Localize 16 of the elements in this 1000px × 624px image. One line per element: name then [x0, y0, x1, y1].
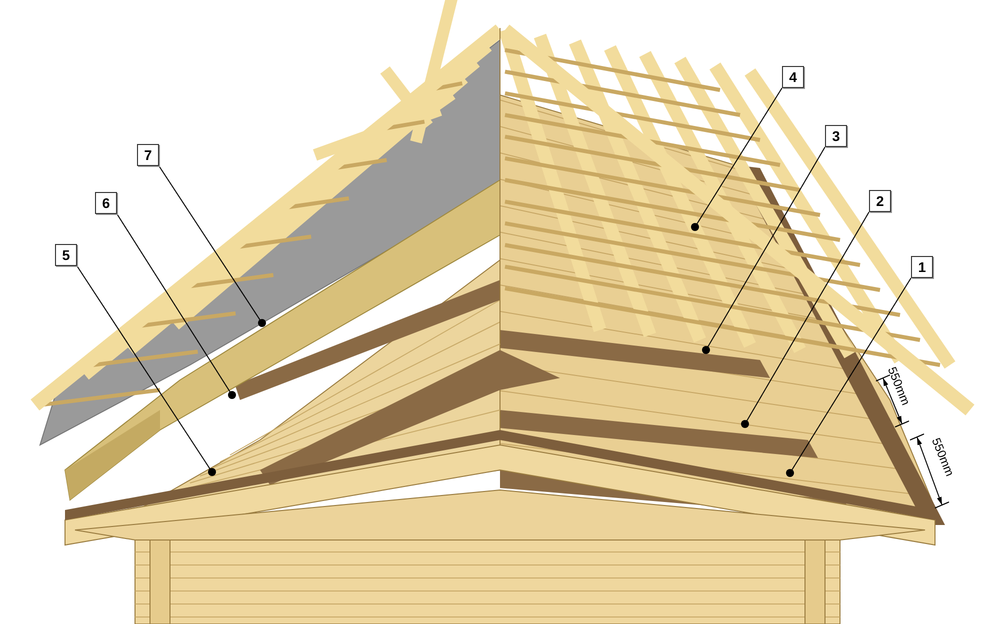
leader-line: [158, 166, 266, 327]
callout-number: 3: [825, 125, 847, 147]
leader-line: [76, 266, 216, 476]
leader-line: [691, 88, 782, 231]
callout-number: 2: [869, 190, 891, 212]
callout-number: 5: [55, 244, 77, 266]
dimension-label: 550mm: [885, 364, 913, 408]
callout-number: 1: [911, 256, 933, 278]
leader-line: [741, 212, 870, 428]
leader-line: [116, 214, 236, 399]
callout-number: 6: [95, 192, 117, 214]
leader-line: [786, 278, 912, 477]
callout-number: 4: [782, 66, 804, 88]
dimension-label: 550mm: [929, 436, 957, 478]
leader-line: [702, 146, 826, 354]
callout-number: 7: [137, 144, 159, 166]
